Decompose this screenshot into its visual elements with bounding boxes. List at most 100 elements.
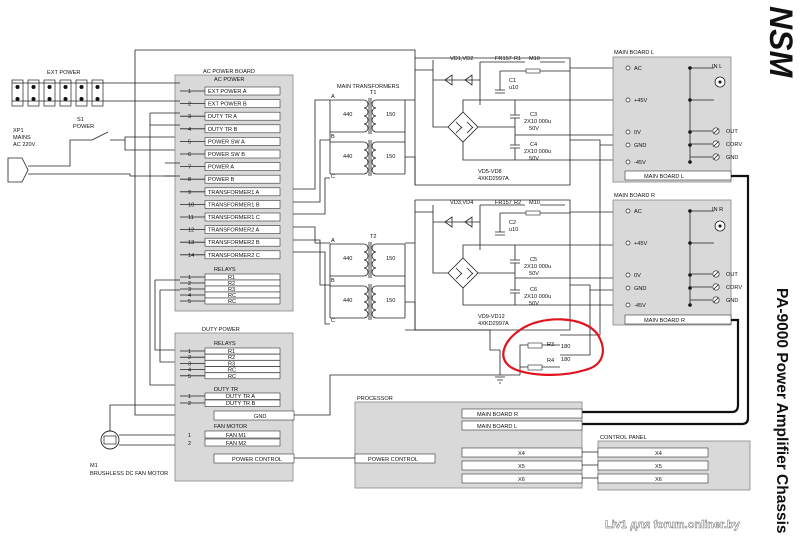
processor-x-label: X5: [518, 464, 525, 470]
fan-motor: M1 BRUSHLESS DC FAN MOTOR: [90, 404, 175, 477]
r1-c1: C1: [509, 78, 516, 84]
r1-c4-value: 2X10 000u: [524, 149, 551, 155]
transformer-primary: 440: [343, 256, 352, 262]
ac-pin-4: [204, 124, 281, 134]
duty-relay-2: [204, 353, 281, 361]
duty-tr-label: DUTY TR A: [226, 394, 255, 400]
duty-relay-4: [204, 366, 281, 373]
ac-relay-label: R1: [228, 275, 235, 281]
transformer-tap-B: B: [331, 134, 335, 140]
ac-pin-label: TRANSFORMER2 B: [208, 240, 260, 246]
ext-power-label: EXT POWER: [47, 70, 80, 76]
fan-motor-label-2: BRUSHLESS DC FAN MOTOR: [90, 471, 168, 477]
r3-label: R3: [547, 342, 554, 348]
main-board-r-out: OUT: [726, 272, 738, 278]
ac-relay-label: R2: [228, 281, 235, 287]
ac-relay-1: [204, 273, 281, 281]
ac-relay-number: 3: [188, 287, 191, 293]
ac-pin-label: TRANSFORMER1 A: [208, 190, 260, 196]
ground-symbol-icon: [495, 376, 505, 384]
ext-power-socket[interactable]: [59, 79, 72, 107]
main-board-l-pin: 0V: [634, 130, 641, 136]
ac-pin-number: 3: [188, 114, 191, 120]
ac-pin-label: TRANSFORMER2 A: [208, 228, 260, 234]
ac-pin-9: [204, 187, 281, 197]
r2-c2: C2: [509, 220, 516, 226]
duty-relay-5: [204, 372, 281, 380]
processor-x-label: X6: [518, 477, 525, 483]
ac-relay-number: 4: [188, 293, 191, 299]
control-panel-x-label: X5: [655, 464, 662, 470]
ac-pin-7: [204, 162, 281, 171]
ac-pin-number: 13: [188, 240, 194, 246]
main-board-l-title: MAIN BOARD L: [614, 50, 654, 56]
ground-resistors: R3 180 R4 180: [294, 145, 604, 416]
fan-pin-number: 2: [188, 441, 191, 447]
ac-pin-10: [204, 200, 281, 209]
duty-relays-title: RELAYS: [214, 341, 236, 347]
duty-tr-title: DUTY TR: [214, 387, 238, 393]
r2-bridge: VD9-VD12: [478, 314, 505, 320]
main-board-r-pin: AC: [634, 209, 642, 215]
ac-pin-number: 7: [188, 165, 191, 171]
ext-power-socket[interactable]: [43, 79, 56, 107]
transformer-secondary: 150: [386, 154, 395, 160]
main-board-r-pin: GND: [634, 286, 646, 292]
ac-pin-11: [204, 212, 281, 222]
ac-pin-label: TRANSFORMER1 B: [208, 202, 260, 208]
chassis-title: PA-9000 Power Amplifier Chassis: [773, 288, 790, 534]
transformer-secondary: 150: [386, 112, 395, 118]
rectifier-right: VD3,VD4 FR157 R2 M10 C2 u10 VD9-VD12 4XK…: [414, 199, 571, 331]
switch-label-1: S1: [77, 117, 84, 123]
fan-pin-number: 1: [188, 433, 191, 439]
r1-c3-volt: 50V: [529, 126, 539, 132]
ext-power: EXT POWER: [11, 70, 106, 107]
ext-power-socket[interactable]: [91, 79, 104, 107]
transformer-secondary: 150: [386, 298, 395, 304]
main-board-r-pin: +45V: [634, 241, 647, 247]
r1-c1-value: u10: [509, 85, 518, 91]
r2-bridge-part: 4XKD2997A: [478, 321, 509, 327]
main-board-l-out: GND: [726, 155, 738, 161]
ac-pin-label: DUTY TR B: [208, 127, 238, 133]
switch-icon: [91, 131, 180, 151]
duty-relay-number: 1: [188, 349, 191, 355]
control-panel-x-label: X4: [655, 451, 662, 457]
ac-relay-5: [204, 297, 281, 305]
ext-power-socket[interactable]: [11, 79, 24, 107]
main-board-l-pin: GND: [634, 143, 646, 149]
transformer-tap-B: B: [331, 278, 335, 284]
ext-power-socket[interactable]: [27, 79, 40, 107]
processor-board: PROCESSOR MAIN BOARD R MAIN BOARD L POWE…: [354, 396, 583, 489]
ac-pin-number: 1: [188, 89, 191, 95]
ext-power-socket[interactable]: [75, 79, 88, 107]
ac-relay-2: [204, 279, 281, 287]
ac-power-board-title: AC POWER BOARD: [203, 69, 255, 75]
ac-relays-title: RELAYS: [214, 267, 236, 273]
r1-c4: C4: [530, 142, 537, 148]
duty-power-control: POWER CONTROL: [232, 457, 282, 463]
mains-plug-icon: [7, 157, 48, 183]
ac-power-subtitle: AC POWER: [214, 77, 244, 83]
ac-pin-6: [204, 149, 281, 159]
r2-c5: C5: [530, 257, 537, 263]
ac-pin-label: POWER SW A: [208, 139, 245, 145]
ac-pin-label: TRANSFORMER1 C: [208, 215, 260, 221]
switch-label-2: POWER: [73, 124, 94, 130]
duty-power-title: DUTY POWER: [202, 327, 240, 333]
ac-relay-label: RC: [228, 293, 236, 299]
main-board-r-pin: 0V: [634, 273, 641, 279]
r2-diodes: VD3,VD4: [450, 200, 473, 206]
ac-pin-14: [204, 250, 281, 260]
r2-fuse: FR157: [495, 200, 512, 206]
ac-relay-number: 1: [188, 275, 191, 281]
ac-relay-number: 2: [188, 281, 191, 287]
main-board-r-footer: MAIN BOARD R: [644, 318, 685, 324]
duty-tr-2: [204, 399, 281, 407]
fan-pin-1: [204, 430, 281, 439]
transformer-tap-C: C: [331, 318, 335, 324]
